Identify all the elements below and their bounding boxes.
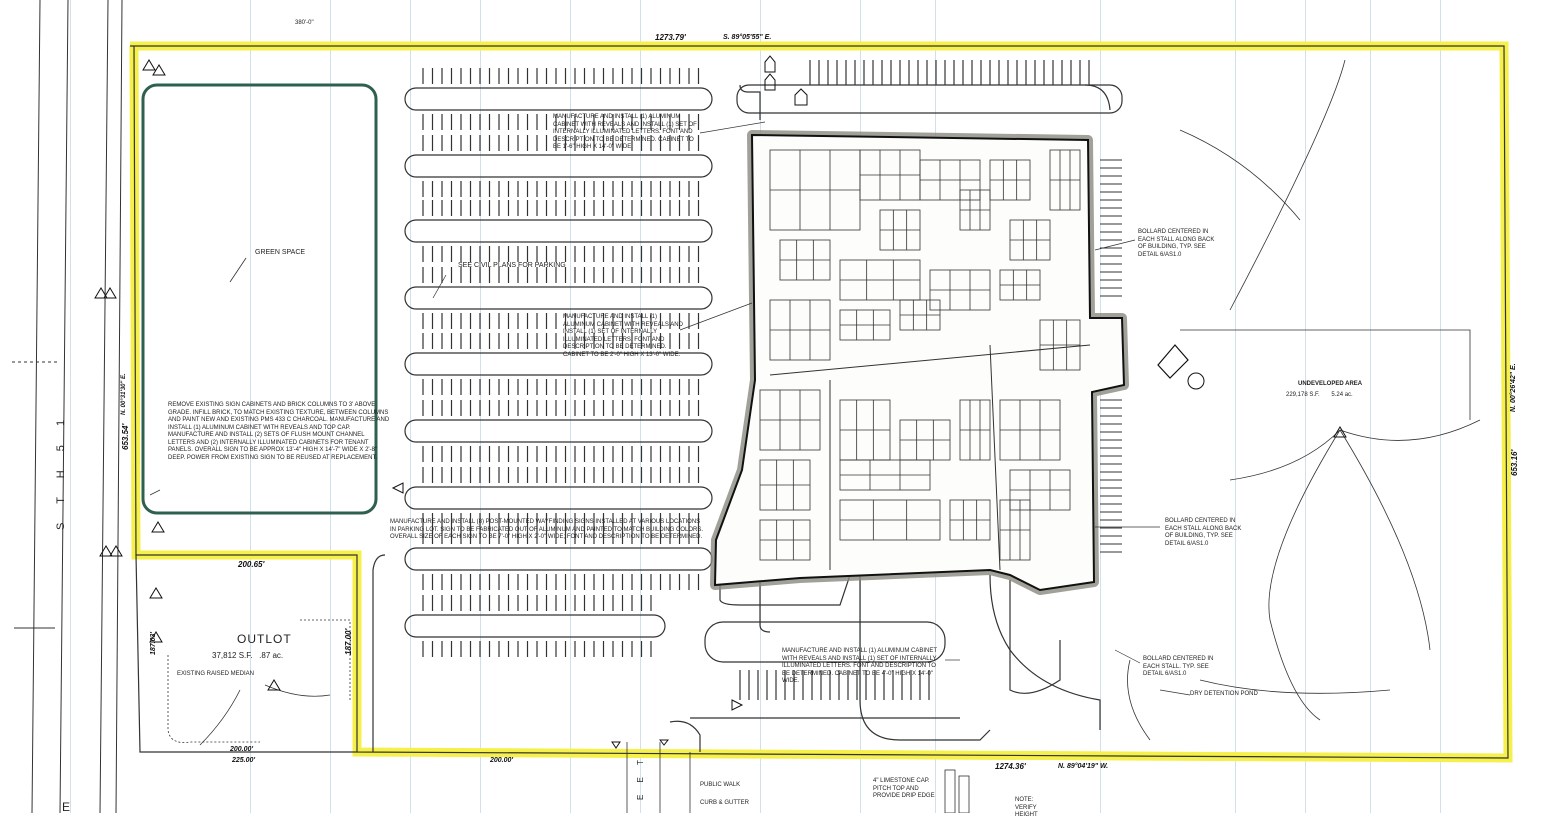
leader-lines [149,121,1191,696]
right-bearing-dim: N. 00°26'42" E. [1510,363,1517,412]
parking-row-north [736,60,1123,114]
parking-south [704,60,1123,700]
left-length-dim: 653.54' [121,423,130,450]
sign-bottom-note: MANUFACTURE AND INSTALL (1) ALUMINUM CAB… [782,648,937,684]
top-bearing-dim: S. 89°05'55" E. [723,34,772,41]
remove-sign-note: REMOVE EXISTING SIGN CABINETS AND BRICK … [168,402,390,461]
green-space-label: GREEN SPACE [255,249,306,256]
building-footprint [710,130,1129,595]
right-length-dim: 653.16' [1510,449,1519,476]
parking-row [404,467,713,529]
bollard-note-1: BOLLARD CENTERED IN EACH STALL ALONG BAC… [1138,229,1215,258]
curbs [372,84,1111,752]
street-name-label: S T H 5 1 [55,411,67,530]
outlot-right-dim: 187.00' [344,628,353,655]
property-boundary-line [130,45,1509,759]
limestone-label: 4" LIMESTONE CAP. PITCH TOP AND PROVIDE … [873,778,935,799]
parking-rows-west [404,68,713,657]
sign-symbols [94,59,1347,691]
top-length-dim: 1273.79' [655,33,686,42]
undeveloped-label: UNDEVELOPED AREA [1298,381,1363,387]
bottom-length-dim: 1274.36' [995,762,1026,771]
detail-marker [1187,372,1205,390]
public-walk-label: PUBLIC WALK [700,782,741,788]
parking-row [404,333,713,395]
parking-row [404,528,713,590]
bottom-details [626,742,970,813]
outlot-details [167,619,351,746]
sign-top-note: MANUFACTURE AND INSTALL (1) ALUMINUM CAB… [553,114,697,150]
transformer-symbol [1157,344,1189,379]
parking-row [404,400,713,462]
arrow-symbols [391,55,808,749]
undeveloped-contours [1127,59,1481,741]
outlot-bottom-dim: 200.00' [230,746,254,753]
wayfinding-note: MANUFACTURE AND INSTALL (8) POST-MOUNTED… [390,519,704,540]
sign-mid-note: MANUFACTURE AND INSTALL (1) ALUMINUM CAB… [563,314,683,358]
parking-row [404,595,666,657]
east-stalls [1100,159,1122,553]
street-lines [12,0,123,813]
parking-row-south [704,621,946,700]
see-civil-label: SEE CIVIL PLANS FOR PARKING [458,262,566,269]
parking-row [404,135,713,197]
curb-gutter-label: CURB & GUTTER [700,800,750,806]
parking-row [404,68,713,130]
bollard-note-3: BOLLARD CENTERED IN EACH STALL. TYP. SEE… [1143,656,1214,677]
left-bearing-dim: N. 00°31'30" E. [121,373,127,415]
bollard-note-2: BOLLARD CENTERED IN EACH STALL ALONG BAC… [1165,518,1242,547]
parking-row [404,267,713,329]
dry-pond-label: DRY DETENTION POND [1190,691,1258,697]
parking-row [404,200,713,262]
street-e-label: E [62,800,72,814]
outlot-area-label: 37,812 S.F. .87 ac. [212,651,284,660]
bottom-200-dim: 200.00' [490,757,514,764]
outlot-label: OUTLOT [237,632,292,646]
note-label: NOTE: VERIFY HEIGHT [1015,797,1038,818]
outlot-top-dim: 200.65' [238,560,265,569]
outlot-left-dim: 187.03' [150,631,157,655]
green-space-outline [141,83,378,515]
undeveloped-area-label: 229,178 S.F. 5.24 ac. [1286,392,1353,398]
existing-median-label: EXISTING RAISED MEDIAN [177,671,255,677]
street-lower-label: E E T [636,755,645,800]
bottom-225-dim: 225.00' [232,757,256,764]
top-small-dim: 380'-0" [295,20,314,26]
bottom-bearing-dim: N. 89°04'19" W. [1058,763,1109,770]
